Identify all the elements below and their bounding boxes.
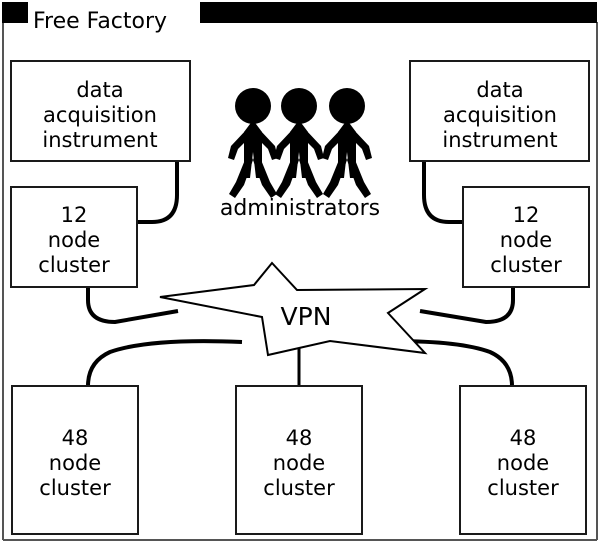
person-icon-3 [322, 88, 372, 198]
connector-dai-right-to-cluster12-right [422, 161, 463, 224]
node-cluster12-right[interactable]: 12 node cluster [462, 186, 590, 288]
administrators-label: administrators [220, 196, 380, 221]
node-cluster12-left-line-3: cluster [38, 253, 110, 277]
frame-title: Free Factory [33, 9, 167, 34]
node-dai-left-line-1: data [76, 78, 123, 102]
connector-cluster12-left-to-vpn [86, 287, 179, 325]
node-cluster48-left-line-2: node [49, 451, 101, 475]
node-cluster12-right-line-2: node [500, 228, 552, 252]
node-cluster12-left[interactable]: 12 node cluster [10, 186, 138, 288]
node-dai-right-line-1: data [476, 78, 523, 102]
node-cluster48-center-line-3: cluster [263, 476, 335, 500]
node-cluster12-right-box [462, 186, 590, 288]
node-cluster12-left-box [10, 186, 138, 288]
node-cluster48-left-box [11, 385, 139, 535]
node-cluster48-left[interactable]: 48 node cluster [11, 385, 139, 535]
vpn-node[interactable]: VPN [159, 261, 429, 357]
node-dai-left-line-2: acquisition [43, 103, 157, 127]
node-cluster48-right-box [459, 385, 587, 535]
node-cluster48-right-line-2: node [497, 451, 549, 475]
node-cluster12-right-line-1: 12 [513, 203, 540, 227]
node-cluster12-left-line-1: 12 [61, 203, 88, 227]
frame-border [2, 2, 598, 541]
node-dai-left[interactable]: data acquisition instrument [10, 60, 191, 162]
node-cluster48-right-line-1: 48 [510, 426, 537, 450]
node-cluster12-left-line-2: node [48, 228, 100, 252]
frame-top-bar-right [200, 2, 597, 23]
node-dai-right-box [409, 60, 590, 162]
node-cluster48-center-line-2: node [273, 451, 325, 475]
node-cluster48-right[interactable]: 48 node cluster [459, 385, 587, 535]
node-cluster48-left-line-1: 48 [62, 426, 89, 450]
vpn-label: VPN [281, 302, 332, 331]
connector-vpn-to-cluster48-left [86, 339, 243, 387]
node-cluster48-center-box [235, 385, 363, 535]
node-cluster48-right-line-3: cluster [487, 476, 559, 500]
frame-top-bar-left [2, 2, 28, 23]
node-cluster48-center[interactable]: 48 node cluster [235, 385, 363, 535]
person-icon-2 [274, 88, 324, 198]
vpn-star-shape [159, 261, 429, 357]
node-dai-right[interactable]: data acquisition instrument [409, 60, 590, 162]
person-icon-1 [228, 88, 278, 198]
connector-group [86, 161, 515, 387]
administrators-group[interactable]: administrators [220, 88, 380, 221]
node-dai-left-line-3: instrument [42, 128, 157, 152]
node-cluster48-center-line-1: 48 [286, 426, 313, 450]
connector-dai-left-to-cluster12-left [137, 161, 179, 224]
node-cluster48-left-line-3: cluster [39, 476, 111, 500]
node-cluster12-right-line-3: cluster [490, 253, 562, 277]
node-dai-left-box [10, 60, 191, 162]
node-dai-right-line-3: instrument [442, 128, 557, 152]
node-dai-right-line-2: acquisition [443, 103, 557, 127]
connector-cluster12-right-to-vpn [419, 287, 515, 325]
